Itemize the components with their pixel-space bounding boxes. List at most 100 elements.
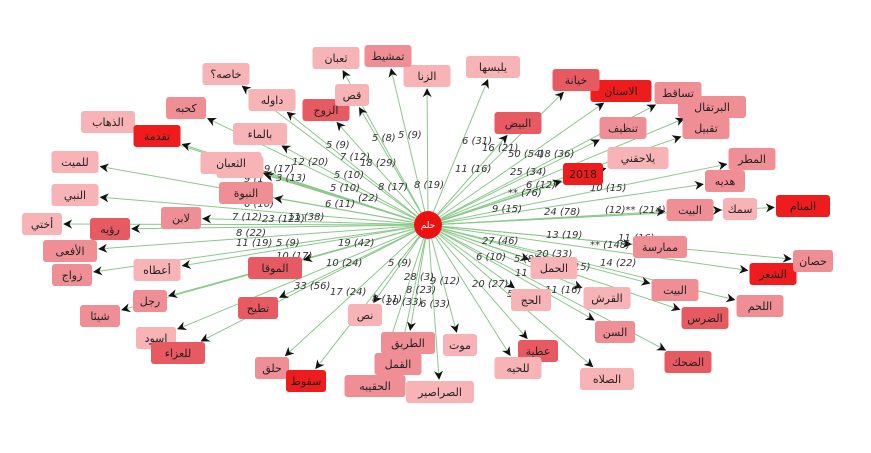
node-label: النبوة [234, 187, 259, 200]
diagram-node[interactable]: البيت [666, 199, 714, 221]
edge-arrow [435, 236, 511, 357]
diagram-node[interactable]: سقوط [286, 370, 326, 392]
edge-arrow [373, 236, 421, 304]
edge-weight-label: 24 (78) [544, 207, 580, 218]
diagram-node[interactable]: الاسنان [590, 80, 652, 102]
node-box [705, 170, 745, 192]
diagram-node[interactable]: نص [348, 304, 382, 326]
edge-arrow [436, 235, 528, 340]
diagram-node[interactable]: موت [443, 334, 477, 356]
diagram-node[interactable]: للحيه [494, 357, 542, 379]
node-box [607, 147, 669, 169]
diagram-node[interactable]: تقبيل [682, 117, 730, 139]
diagram-node[interactable]: للميت [51, 151, 99, 173]
diagram-node[interactable]: الحقيبه [344, 375, 406, 397]
diagram-node[interactable]: القمل [374, 353, 422, 375]
node-box [219, 182, 273, 204]
node-label: الأفعى [55, 244, 84, 258]
diagram-node[interactable]: البيت [651, 279, 699, 301]
diagram-node[interactable]: سمك [723, 198, 757, 220]
diagram-node[interactable]: رؤيه [90, 218, 130, 240]
diagram-node[interactable]: الذهاب [81, 111, 135, 133]
edge-weight-label: 5 (10) [330, 183, 360, 194]
diagram-node[interactable]: السن [595, 321, 635, 343]
node-box [681, 307, 729, 329]
diagram-node[interactable]: خيانة [552, 69, 600, 91]
diagram-node[interactable]: البيض [494, 112, 542, 134]
diagram-node[interactable]: تمشيط [364, 45, 412, 67]
node-label: تنظيف [608, 122, 638, 135]
diagram-node[interactable]: أعطاه [133, 259, 181, 281]
edge-arrow [439, 231, 595, 321]
hub-label: حلم [421, 221, 436, 231]
diagram-node[interactable]: تساقط [654, 82, 702, 104]
diagram-node[interactable]: المطر [728, 148, 776, 170]
node-label: تقبيل [694, 122, 718, 135]
node-label: ثعبان [324, 52, 347, 65]
diagram-node[interactable]: الطريق [381, 332, 435, 354]
diagram-node[interactable]: الضحك [664, 351, 712, 373]
diagram-node[interactable]: 2018 [563, 163, 603, 185]
node-box [666, 199, 714, 221]
diagram-node[interactable]: اللحم [736, 295, 784, 317]
diagram-node[interactable]: الصلاه [580, 368, 634, 390]
edge-weight-label: 8 (17) [378, 182, 408, 193]
diagram-node[interactable]: الموقا [248, 257, 302, 279]
diagram-node[interactable]: رجل [133, 290, 167, 312]
diagram-node[interactable]: الصراصير [406, 381, 474, 403]
node-label: حصان [799, 255, 827, 268]
diagram-node[interactable]: الثعبان [200, 152, 262, 174]
node-box [43, 240, 97, 262]
node-label: تمشيط [372, 50, 405, 63]
diagram-node[interactable]: الحج [511, 289, 551, 311]
diagram-node[interactable]: الضرس [681, 307, 729, 329]
diagram-node[interactable]: ثعبان [312, 47, 360, 69]
diagram-node[interactable]: يلبسها [466, 56, 520, 78]
diagram-node[interactable]: النبي [51, 184, 99, 206]
diagram-node[interactable]: يلاحقني [607, 147, 669, 169]
diagram-node[interactable]: أختي [22, 213, 62, 235]
edge-arrow [441, 225, 632, 248]
node-box [233, 123, 287, 145]
node-label: الحقيبه [359, 380, 391, 393]
diagram-node[interactable]: عطية [518, 340, 558, 362]
diagram-node[interactable]: شيئا [80, 305, 120, 327]
node-box [403, 65, 451, 87]
diagram-node[interactable]: زواج [52, 264, 92, 286]
diagram-node[interactable]: كحبه [166, 97, 206, 119]
diagram-node[interactable]: الأفعى [43, 240, 97, 262]
diagram-node[interactable]: تطيح [238, 297, 278, 319]
edge-weight-label: 9 (15) [492, 204, 522, 215]
edge-arrow [98, 225, 415, 253]
edge-arrow [181, 226, 415, 269]
diagram-node[interactable]: الزنا [403, 65, 451, 87]
edge-arrow [200, 230, 416, 342]
node-label: للميت [61, 156, 88, 169]
diagram-node[interactable]: الشعر [749, 263, 797, 285]
node-box [200, 152, 262, 174]
diagram-node[interactable]: خاصه؟ [202, 63, 250, 85]
node-box [654, 82, 702, 104]
hub-node[interactable]: حلم [414, 211, 442, 239]
node-label: قص [343, 89, 362, 102]
edge-weight-label: 9 (12) [430, 276, 460, 287]
diagram-node[interactable]: النبوة [219, 182, 273, 204]
diagram-node[interactable]: للعزاء [151, 342, 205, 364]
edge-weight-label: 12 (20) [292, 157, 328, 168]
diagram-node[interactable]: قص [335, 84, 369, 106]
diagram-node[interactable]: المنام [776, 195, 830, 217]
diagram-node[interactable]: لابن [161, 207, 201, 229]
diagram-node[interactable]: ممارسة [633, 236, 687, 258]
edge-arrow [284, 234, 419, 357]
diagram-node[interactable]: القرش [583, 287, 631, 309]
node-label: هديه [715, 175, 736, 188]
diagram-node[interactable]: تنظيف [599, 117, 647, 139]
diagram-node[interactable]: حصان [793, 250, 833, 272]
diagram-node[interactable]: بالماء [233, 123, 287, 145]
diagram-node[interactable]: داوله [248, 89, 296, 111]
diagram-node[interactable]: الحمل [530, 257, 578, 279]
diagram-node[interactable]: تقدمة [133, 125, 181, 147]
edge-weight-label: 6 (10) [476, 252, 506, 263]
diagram-node[interactable]: هديه [705, 170, 745, 192]
diagram-node[interactable]: حلق [255, 357, 289, 379]
